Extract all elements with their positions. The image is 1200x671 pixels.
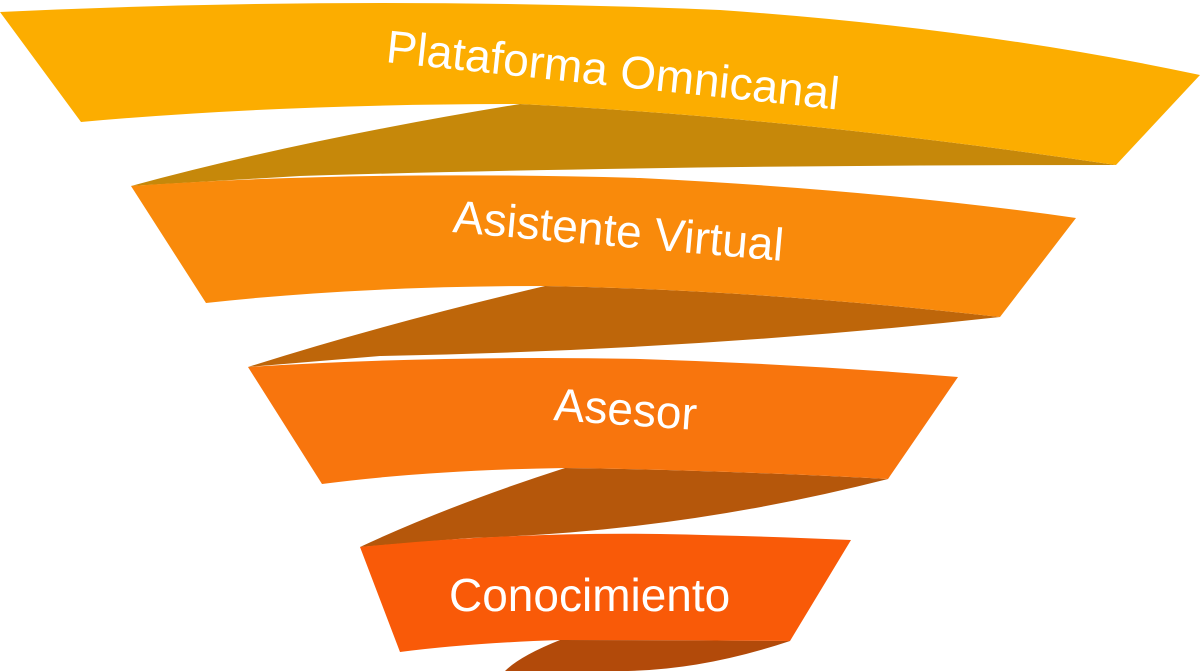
funnel-band-4	[360, 533, 851, 652]
funnel-level-4-label: Conocimiento	[449, 569, 730, 621]
funnel-connector-1	[131, 104, 1116, 186]
funnel-band-2	[131, 175, 1076, 317]
funnel-level-3-label: Asesor	[552, 378, 698, 440]
funnel-level-1: Plataforma Omnicanal	[0, 2, 1200, 165]
funnel-band-3	[248, 358, 958, 484]
funnel-connector-4	[505, 640, 790, 671]
funnel-level-3: Asesor	[248, 358, 958, 484]
funnel-level-4: Conocimiento	[360, 533, 851, 652]
funnel-connector-3	[360, 468, 888, 547]
funnel-connector-2	[248, 286, 1000, 367]
funnel-band-1	[0, 2, 1200, 165]
funnel-level-2: Asistente Virtual	[131, 175, 1076, 317]
